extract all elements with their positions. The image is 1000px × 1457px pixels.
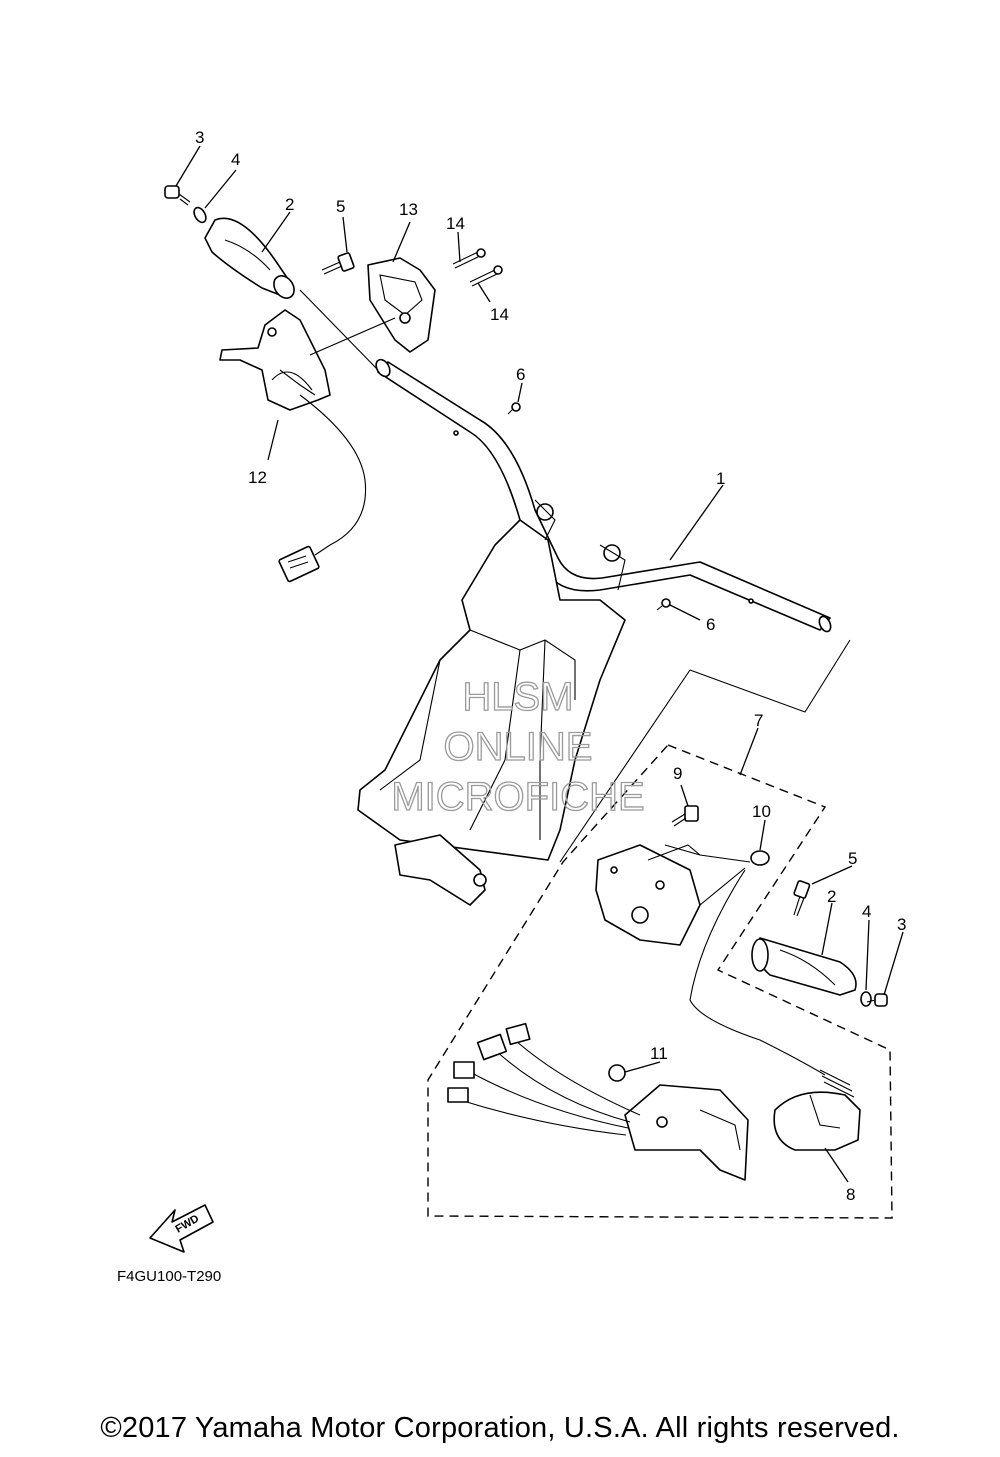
callout-3-left: 3: [195, 128, 204, 147]
callout-7: 7: [754, 711, 763, 730]
watermark-line1: HLSM: [462, 675, 573, 719]
switch-screws: [452, 248, 503, 287]
callout-9: 9: [673, 764, 682, 783]
screw-lower: [656, 598, 671, 611]
left-switch-housing: [219, 309, 367, 583]
callout-1: 1: [716, 469, 725, 488]
lower-switch-cover: [624, 1084, 749, 1181]
cable-10: [664, 844, 751, 863]
left-bolt: [321, 252, 355, 275]
callout-4-left: 4: [231, 150, 240, 169]
callout-14-upper: 14: [446, 214, 465, 233]
callout-11: 11: [650, 1044, 668, 1063]
assembly-7-outline: [427, 744, 893, 1219]
callout-13: 13: [399, 200, 418, 219]
wire-harness: [447, 1022, 641, 1136]
right-cover-8: [689, 869, 861, 1151]
bolt-9: [671, 805, 699, 827]
callout-10: 10: [752, 802, 771, 821]
left-grip: [204, 217, 295, 299]
right-grip: [751, 937, 857, 996]
callout-6-lower: 6: [706, 615, 715, 634]
callout-labels: 1 2 2 3 3 4 4 5 5 6 6 7 8 9 10 11 12 13 …: [195, 128, 906, 1204]
callout-5-left: 5: [336, 197, 345, 216]
left-switch-cover: [309, 257, 436, 356]
callout-5-right: 5: [848, 849, 857, 868]
callout-2-left: 2: [285, 195, 294, 214]
steering-column: [357, 499, 626, 906]
right-end-screw: [866, 993, 888, 1007]
grommet-10: [750, 850, 770, 866]
right-switch-housing: [595, 844, 746, 946]
callout-12: 12: [248, 468, 267, 487]
left-washer: [193, 206, 207, 224]
callout-8: 8: [846, 1185, 855, 1204]
forward-arrow: FWD: [149, 1204, 214, 1253]
reference-code: F4GU100-T290: [117, 1268, 222, 1285]
assembly-7-bracket: [559, 639, 851, 863]
callout-14-lower: 14: [490, 305, 509, 324]
callout-6-upper: 6: [516, 365, 525, 384]
plug-11: [608, 1064, 626, 1082]
watermark-line3: MICROFICHE: [391, 775, 644, 819]
screw-upper: [507, 402, 521, 415]
left-end-screw: [164, 185, 191, 206]
callout-4-right: 4: [862, 902, 871, 921]
handlebar: [299, 289, 832, 633]
right-washer: [860, 991, 872, 1007]
watermark-line2: ONLINE: [444, 725, 593, 769]
copyright-notice: ©2017 Yamaha Motor Corporation, U.S.A. A…: [100, 1412, 900, 1444]
leader-lines: [175, 145, 904, 1183]
callout-2-right: 2: [827, 887, 836, 906]
callout-3-right: 3: [897, 915, 906, 934]
right-bolt: [793, 880, 811, 917]
